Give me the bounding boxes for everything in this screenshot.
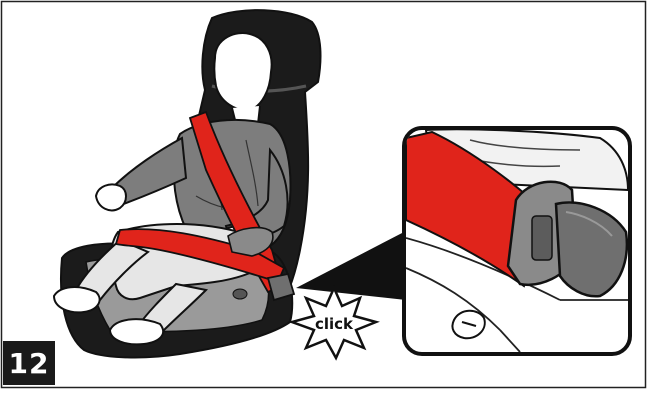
click-label: click	[315, 315, 354, 333]
step-number-badge: 12	[3, 341, 55, 385]
